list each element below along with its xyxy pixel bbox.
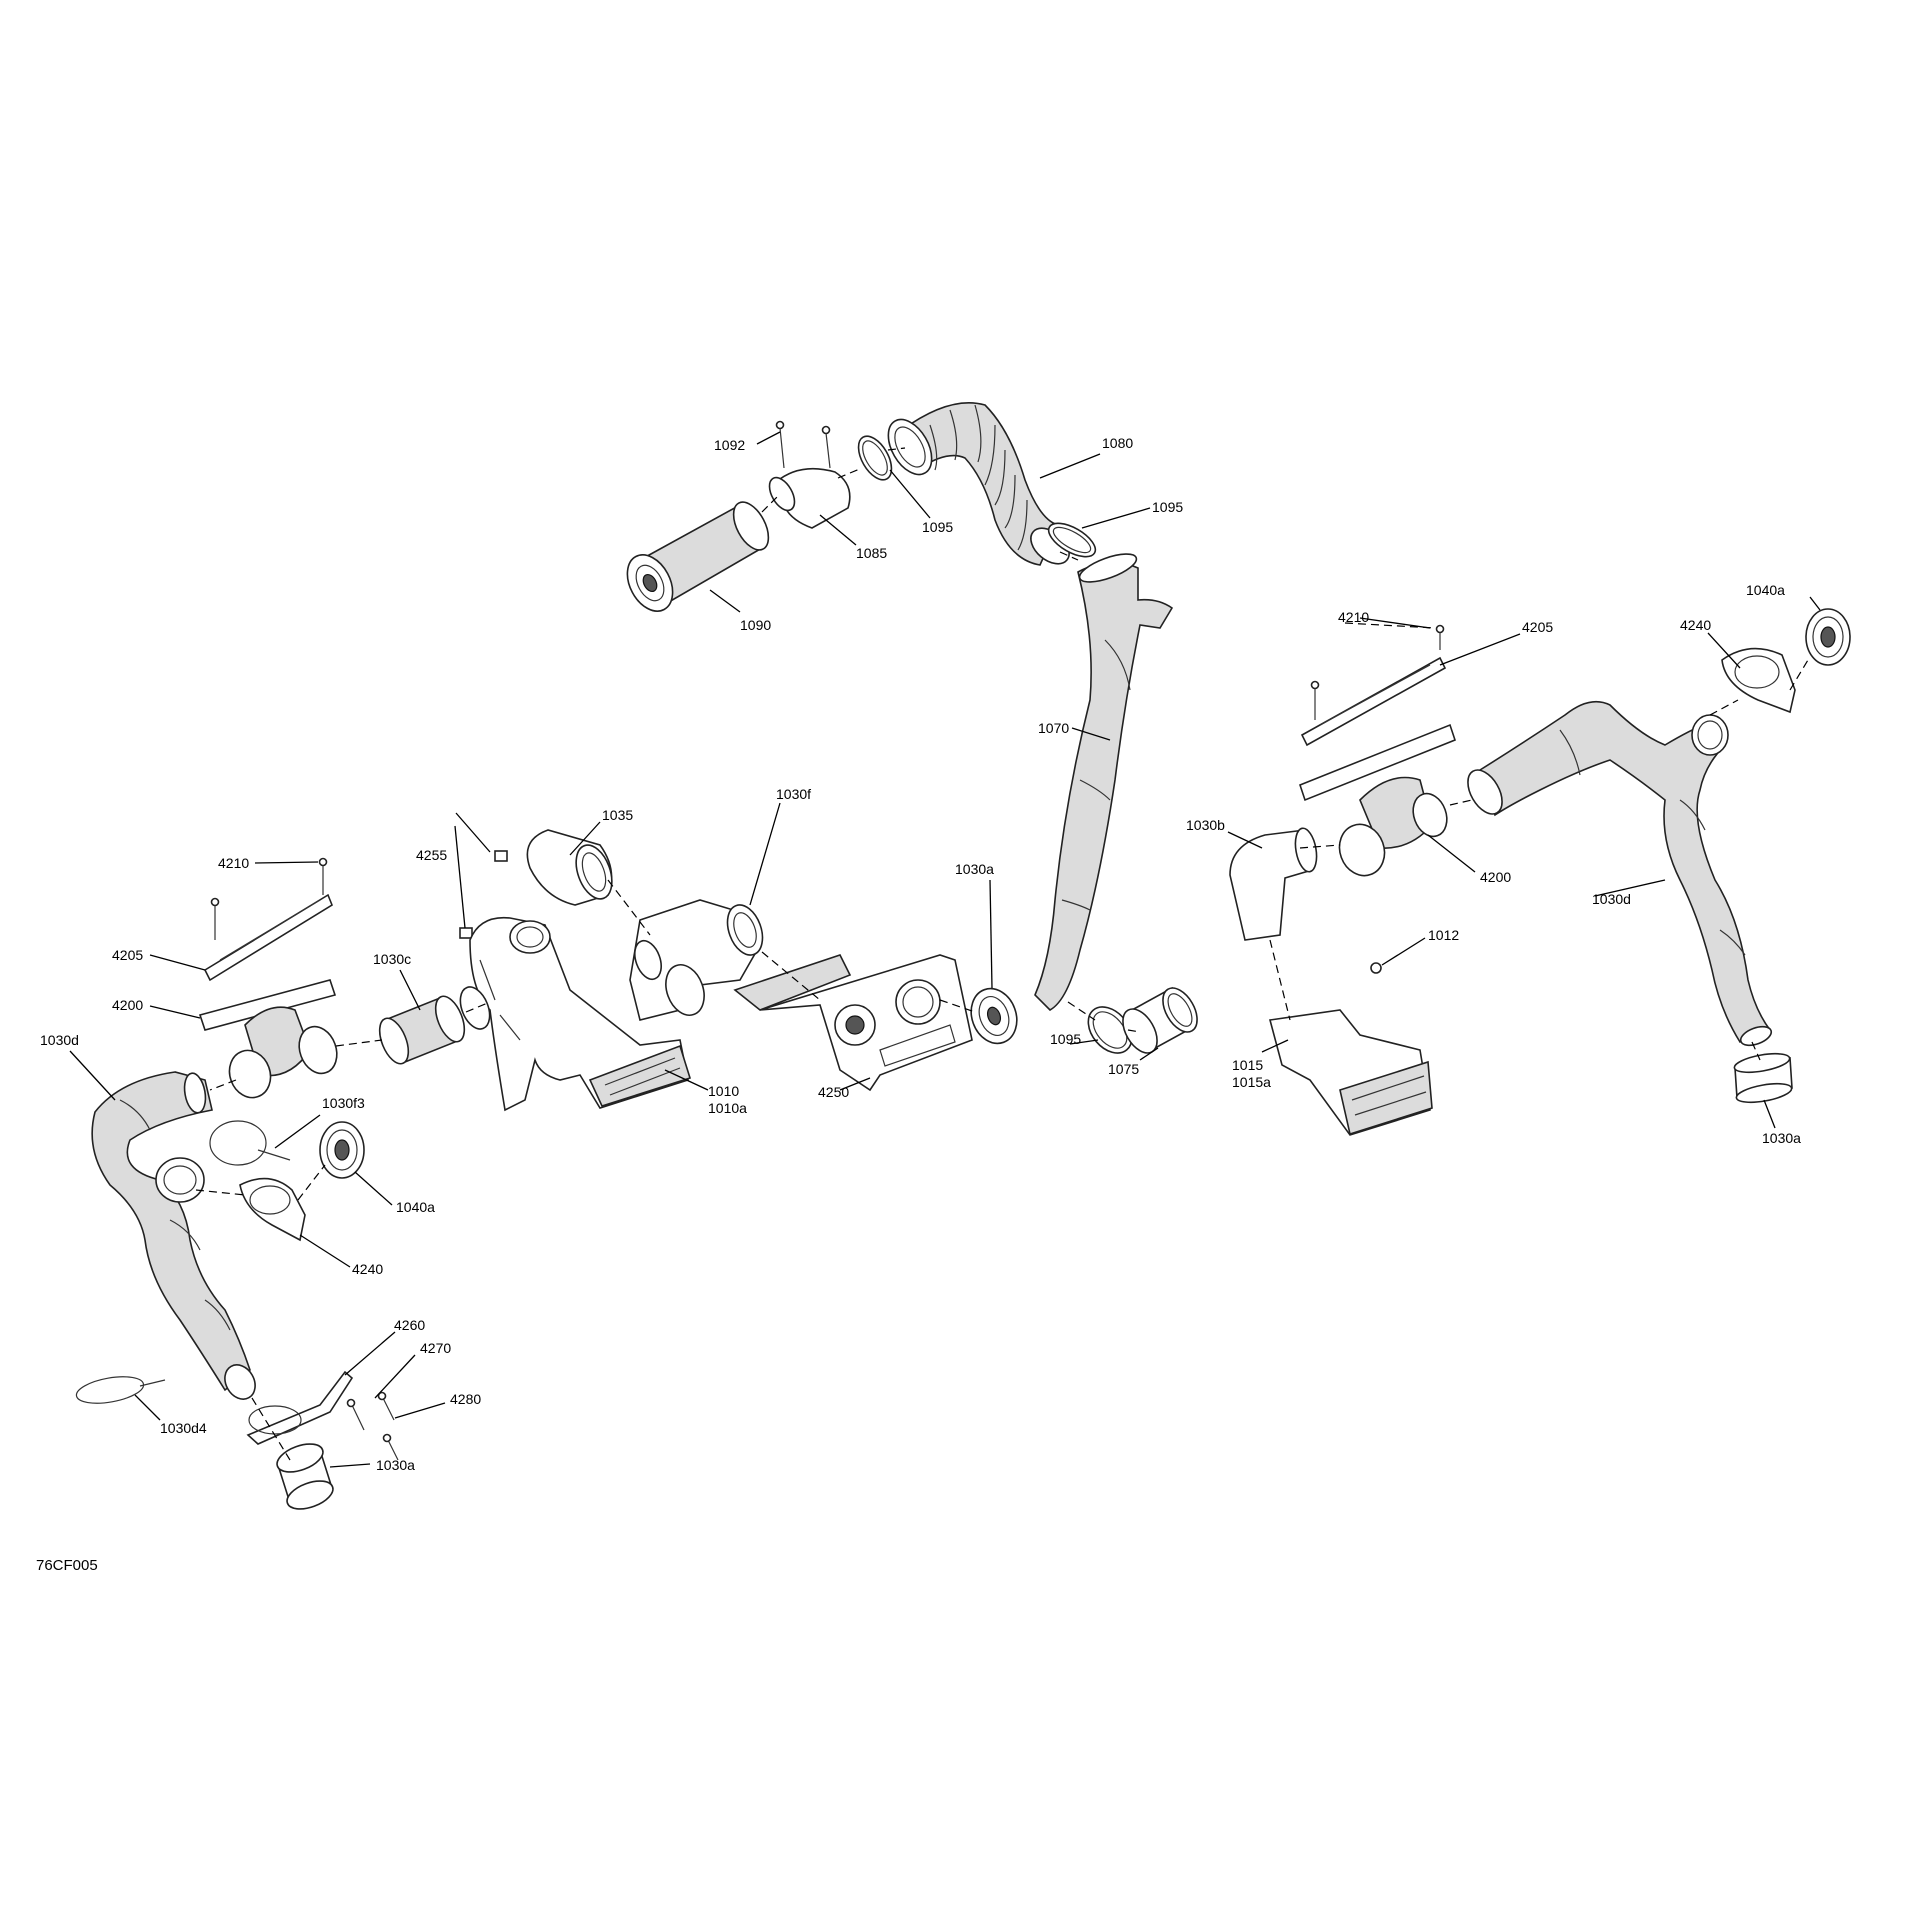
label-1095-top: 1095 [922,519,953,535]
part-4270-screw [346,1398,365,1431]
part-number-labels: 1092 1085 1090 1095 1080 1095 1070 1095 … [36,435,1801,1574]
label-1015: 1015 [1232,1057,1263,1073]
center-duct-assembly [378,829,1018,1112]
label-4200-left: 4200 [112,997,143,1013]
part-1030f3-cable-tie [209,1120,291,1166]
part-1092-screws [775,420,831,469]
label-4205-right: 4205 [1522,619,1553,635]
assembly-lines [195,447,1809,1461]
label-1095-mid: 1095 [1152,499,1183,515]
part-4255-fasteners [459,850,508,939]
label-4200-right: 4200 [1480,869,1511,885]
part-1085-elbow [768,467,851,529]
label-1070: 1070 [1038,720,1069,736]
label-1030f: 1030f [776,786,811,802]
label-4280: 4280 [450,1391,481,1407]
label-1035: 1035 [602,807,633,823]
part-1030d-left-tube [91,1071,256,1400]
label-1030a-left: 1030a [376,1457,415,1473]
air-filter-assembly [626,402,1198,1054]
label-1030b: 1030b [1186,817,1225,833]
part-4250-dash-panel [733,954,973,1092]
part-1010-manifold [469,916,692,1112]
part-1090-air-filter [626,501,770,612]
label-1030d-right: 1030d [1592,891,1631,907]
part-1040a-left-vent [319,1121,365,1179]
part-1030a-center-vent [970,987,1018,1045]
label-4255: 4255 [416,847,447,863]
part-1095-clamp-top [857,435,893,481]
label-4210-left: 4210 [218,855,249,871]
part-4200-left-housing [198,979,338,1099]
part-4240-left-bezel [239,1177,306,1242]
part-1035-duct [526,829,613,906]
part-1030a-left-vent [276,1443,334,1510]
label-4210-right: 4210 [1338,609,1369,625]
label-4270: 4270 [420,1340,451,1356]
part-1015-vent-housing [1268,1009,1433,1136]
part-4205-left-bracket [203,893,333,982]
part-1012-screw [1370,962,1382,974]
label-1080: 1080 [1102,435,1133,451]
part-4210-right-screws [1310,624,1445,720]
label-4205-left: 4205 [112,947,143,963]
label-1010a: 1010a [708,1100,747,1116]
label-1040a-right: 1040a [1746,582,1785,598]
label-4240-left: 4240 [352,1261,383,1277]
part-1030b-elbow [1229,827,1318,941]
label-1090: 1090 [740,617,771,633]
label-1030c: 1030c [373,951,411,967]
part-1075-boot [1122,986,1198,1054]
label-1040a-left: 1040a [396,1199,435,1215]
part-1080-corrugated-hose [887,402,1070,566]
part-1095-clamp-mid [1047,522,1097,558]
part-4205-right-bracket [1300,656,1447,747]
part-4200-right-housing [1299,723,1456,877]
label-1075: 1075 [1108,1061,1139,1077]
part-1030a-right-vent [1733,1052,1793,1104]
leader-lines [69,431,1821,1468]
label-4250: 4250 [818,1084,849,1100]
part-1030c-tube [378,986,491,1065]
label-1030d4: 1030d4 [160,1420,207,1436]
part-1030f-y-tube [629,899,764,1021]
part-1070-long-duct [1034,553,1174,1011]
label-4260: 4260 [394,1317,425,1333]
part-1030d-right-tube [1467,700,1773,1047]
label-1085: 1085 [856,545,887,561]
label-1015a: 1015a [1232,1074,1271,1090]
right-vent-assembly [1229,608,1851,1136]
label-1030d-left: 1030d [40,1032,79,1048]
part-1040a-right-vent [1805,608,1851,666]
part-1030d4-cable-tie [75,1376,166,1404]
label-1030a-right: 1030a [1762,1130,1801,1146]
left-vent-assembly [75,857,399,1510]
label-4240-right: 4240 [1680,617,1711,633]
label-1010: 1010 [708,1083,739,1099]
diagram-code: 76CF005 [36,1557,98,1574]
label-1030f3: 1030f3 [322,1095,365,1111]
part-4210-left-screws [210,857,328,940]
label-1012: 1012 [1428,927,1459,943]
part-4260-bracket [246,1370,354,1445]
part-4280-screw [377,1391,399,1461]
label-1095-low: 1095 [1050,1031,1081,1047]
part-4240-right-bezel [1721,647,1796,714]
label-1030a-center: 1030a [955,861,994,877]
label-1092: 1092 [714,437,745,453]
